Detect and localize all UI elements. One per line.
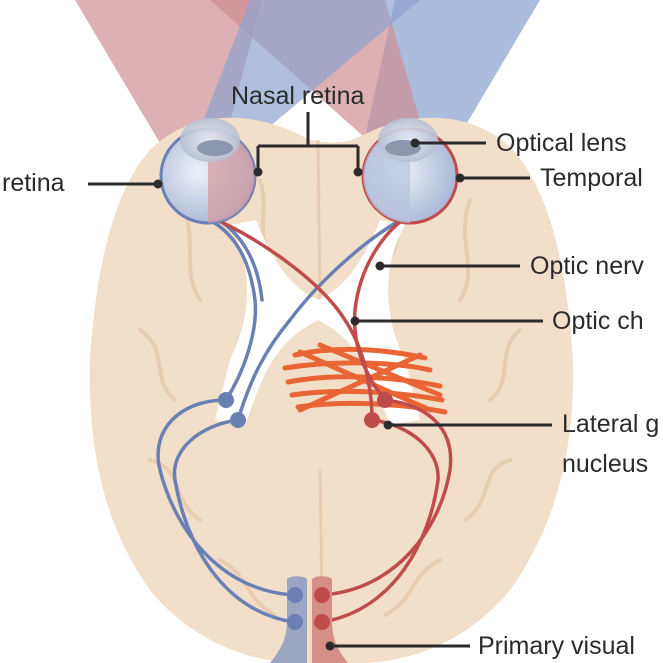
optic-nerve-label: Optic nerv [530,252,644,280]
left-pupil [197,140,233,156]
primary-visual-cortex [270,576,348,663]
optic-tract-cutout [215,220,420,425]
leader-lines [88,112,552,648]
primary-visual-label: Primary visual [478,632,635,660]
geniculate-nuclei [218,392,393,428]
cortex-dot-red-1 [314,587,330,603]
right-lgn-dot-1 [377,392,393,408]
nasal-retina-label: Nasal retina [231,82,365,110]
optic-chiasm-scribble [282,342,448,415]
lateral-geniculate-label-line1: Lateral g [562,410,660,438]
lateral-geniculate-label-line2: nucleus [562,450,649,478]
optical-lens-label: Optical lens [496,129,627,157]
cortex-dot-blue-2 [287,614,303,630]
optic-chiasm-label: Optic ch [552,307,644,335]
temporal-retina-right-label: Temporal [540,164,643,192]
left-lgn-dot-2 [230,412,246,428]
left-lgn-dot-1 [218,392,234,408]
cortex-dot-blue-1 [287,587,303,603]
temporal-retina-left-label: retina [2,169,65,197]
left-eye [159,118,257,225]
nasal-retina-leader [256,112,360,172]
right-lgn-dot-2 [364,412,380,428]
red-pathway [203,213,453,624]
leader-dots [153,138,465,651]
cortex-dot-red-2 [314,614,330,630]
